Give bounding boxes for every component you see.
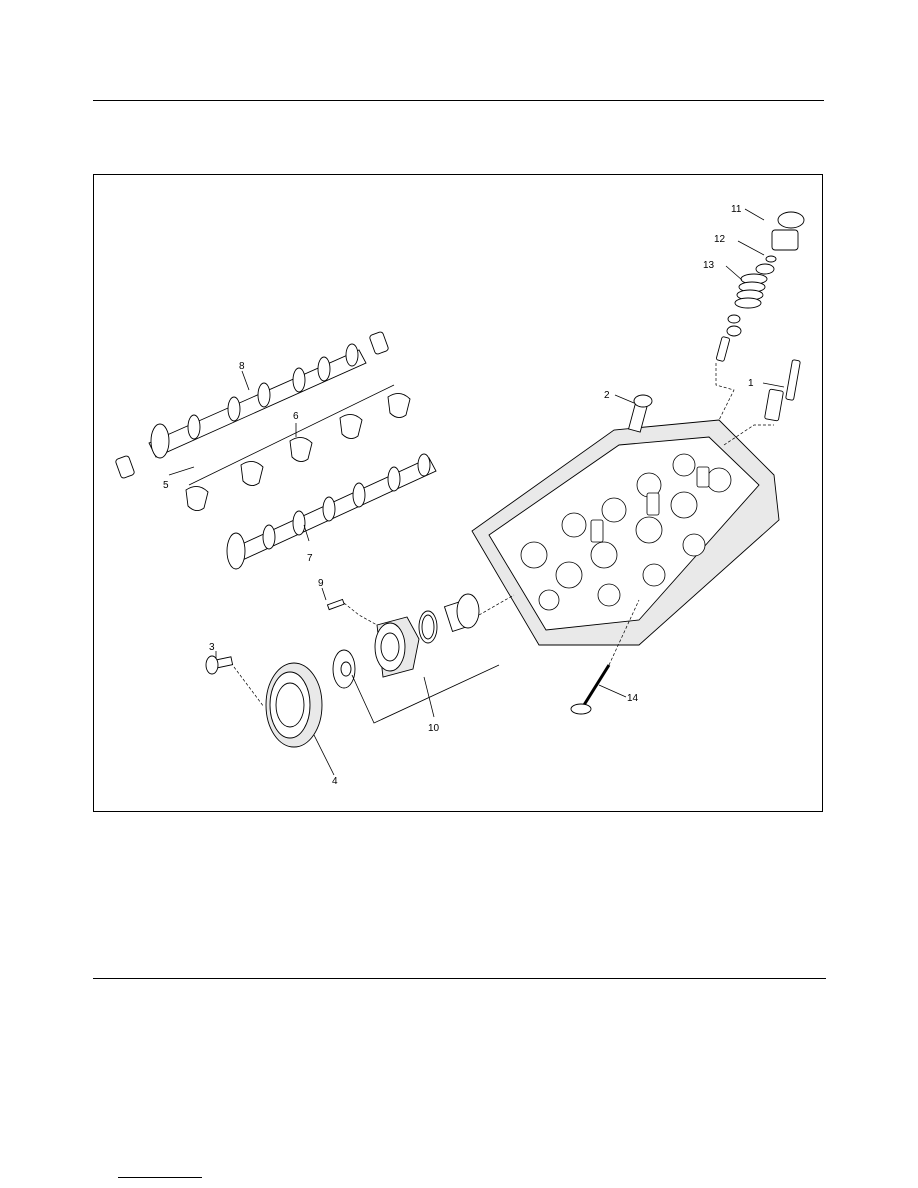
callout-8: 8 (239, 361, 245, 372)
camshaft-lower (226, 453, 437, 570)
diagram-canvas: 1 2 3 4 5 6 7 8 9 10 11 12 13 14 (115, 204, 805, 787)
callout-13: 13 (703, 260, 715, 271)
callout-7: 7 (307, 553, 313, 564)
callout-6: 6 (293, 411, 299, 422)
valve-train (715, 211, 805, 421)
bearing-caps (185, 384, 411, 511)
callouts: 1 2 3 4 5 6 7 8 9 10 11 12 13 14 (163, 204, 754, 787)
leader-lines (168, 208, 785, 776)
bolt-2 (628, 394, 653, 433)
bolt-3 (205, 655, 234, 675)
callout-2: 2 (604, 390, 610, 401)
spark-plug-1 (764, 359, 801, 422)
callout-9: 9 (318, 578, 324, 589)
callout-4: 4 (332, 776, 338, 787)
sprocket-4 (265, 662, 323, 748)
callout-5: 5 (163, 480, 169, 491)
callout-3: 3 (209, 642, 215, 653)
valve-14 (570, 599, 640, 715)
callout-11: 11 (731, 204, 742, 215)
timing-adjuster-10 (332, 593, 500, 724)
header-rule (93, 100, 824, 101)
camshaft-upper (115, 331, 389, 479)
cylinder-head (471, 419, 780, 646)
callout-14: 14 (627, 693, 639, 704)
exploded-cylinder-head-diagram: 1 2 3 4 5 6 7 8 9 10 11 12 13 14 (93, 174, 823, 812)
footer-rule (93, 978, 826, 979)
callout-12: 12 (714, 234, 726, 245)
callout-10: 10 (428, 723, 440, 734)
footer-link[interactable] (118, 1177, 202, 1178)
bolt-9 (326, 598, 378, 626)
callout-1: 1 (748, 378, 754, 389)
